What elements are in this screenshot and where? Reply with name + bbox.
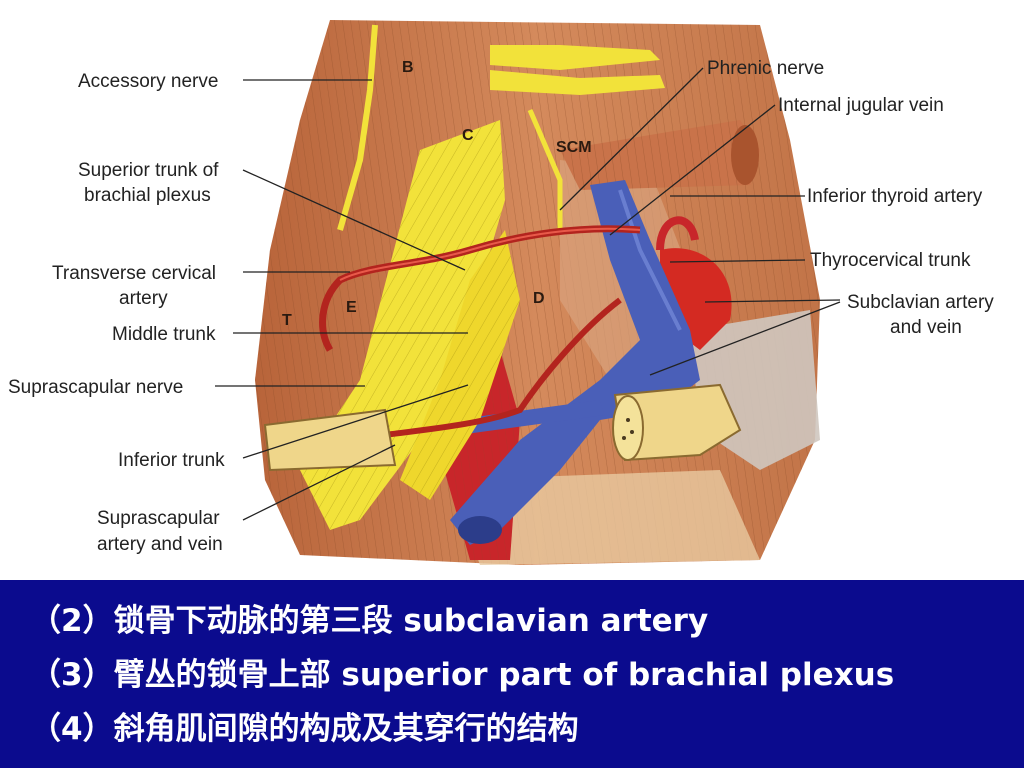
label-internal-jugular-vein: Internal jugular vein — [778, 95, 944, 116]
inferior-thyroid-artery — [656, 216, 699, 251]
caption-line-3: （4）斜角肌间隙的构成及其穿行的结构 — [30, 711, 579, 747]
label-phrenic-nerve: Phrenic nerve — [707, 58, 824, 79]
muscle-letter-scm: SCM — [556, 139, 592, 156]
suprascapular-artery — [384, 297, 622, 438]
caption-panel: （2）锁骨下动脉的第三段 subclavian artery （3）臂丛的锁骨上… — [0, 580, 1024, 768]
label-accessory-nerve: Accessory nerve — [78, 71, 218, 92]
muscle-letter-b: B — [402, 59, 414, 76]
label-subclavian-av-line2: and vein — [890, 317, 962, 338]
muscle-letter-d: D — [533, 290, 545, 307]
clavicle-cut — [263, 383, 742, 472]
caption-line-2: （3）臂丛的锁骨上部 superior part of brachial ple… — [30, 657, 895, 693]
label-thyrocervical-trunk: Thyrocervical trunk — [810, 250, 971, 271]
label-suprascapular-av-line2: artery and vein — [97, 534, 223, 555]
muscle-letter-t: T — [282, 312, 292, 329]
muscle-letter-e: E — [346, 299, 357, 316]
label-inferior-trunk: Inferior trunk — [118, 450, 225, 471]
anatomy-figure: B C SCM E D T Accessory nerve Superior t… — [8, 20, 994, 565]
label-subclavian-av-line1: Subclavian artery — [847, 292, 994, 313]
phrenic-nerve — [490, 45, 665, 230]
accessory-nerve — [337, 24, 378, 231]
label-middle-trunk: Middle trunk — [112, 324, 216, 345]
label-transverse-cervical-line1: Transverse cervical — [52, 263, 216, 284]
caption-line-1: （2）锁骨下动脉的第三段 subclavian artery — [30, 603, 709, 639]
muscle-letter-c: C — [462, 127, 474, 144]
label-suprascapular-av-line1: Suprascapular — [97, 508, 220, 529]
label-inferior-thyroid-artery: Inferior thyroid artery — [807, 186, 983, 207]
label-transverse-cervical-line2: artery — [119, 288, 168, 309]
label-suprascapular-nerve: Suprascapular nerve — [8, 377, 183, 398]
sternocleidomastoid-muscle — [560, 120, 760, 190]
label-superior-trunk-line2: brachial plexus — [84, 185, 211, 206]
label-superior-trunk-line1: Superior trunk of — [78, 160, 219, 181]
leader-lines — [215, 67, 841, 521]
